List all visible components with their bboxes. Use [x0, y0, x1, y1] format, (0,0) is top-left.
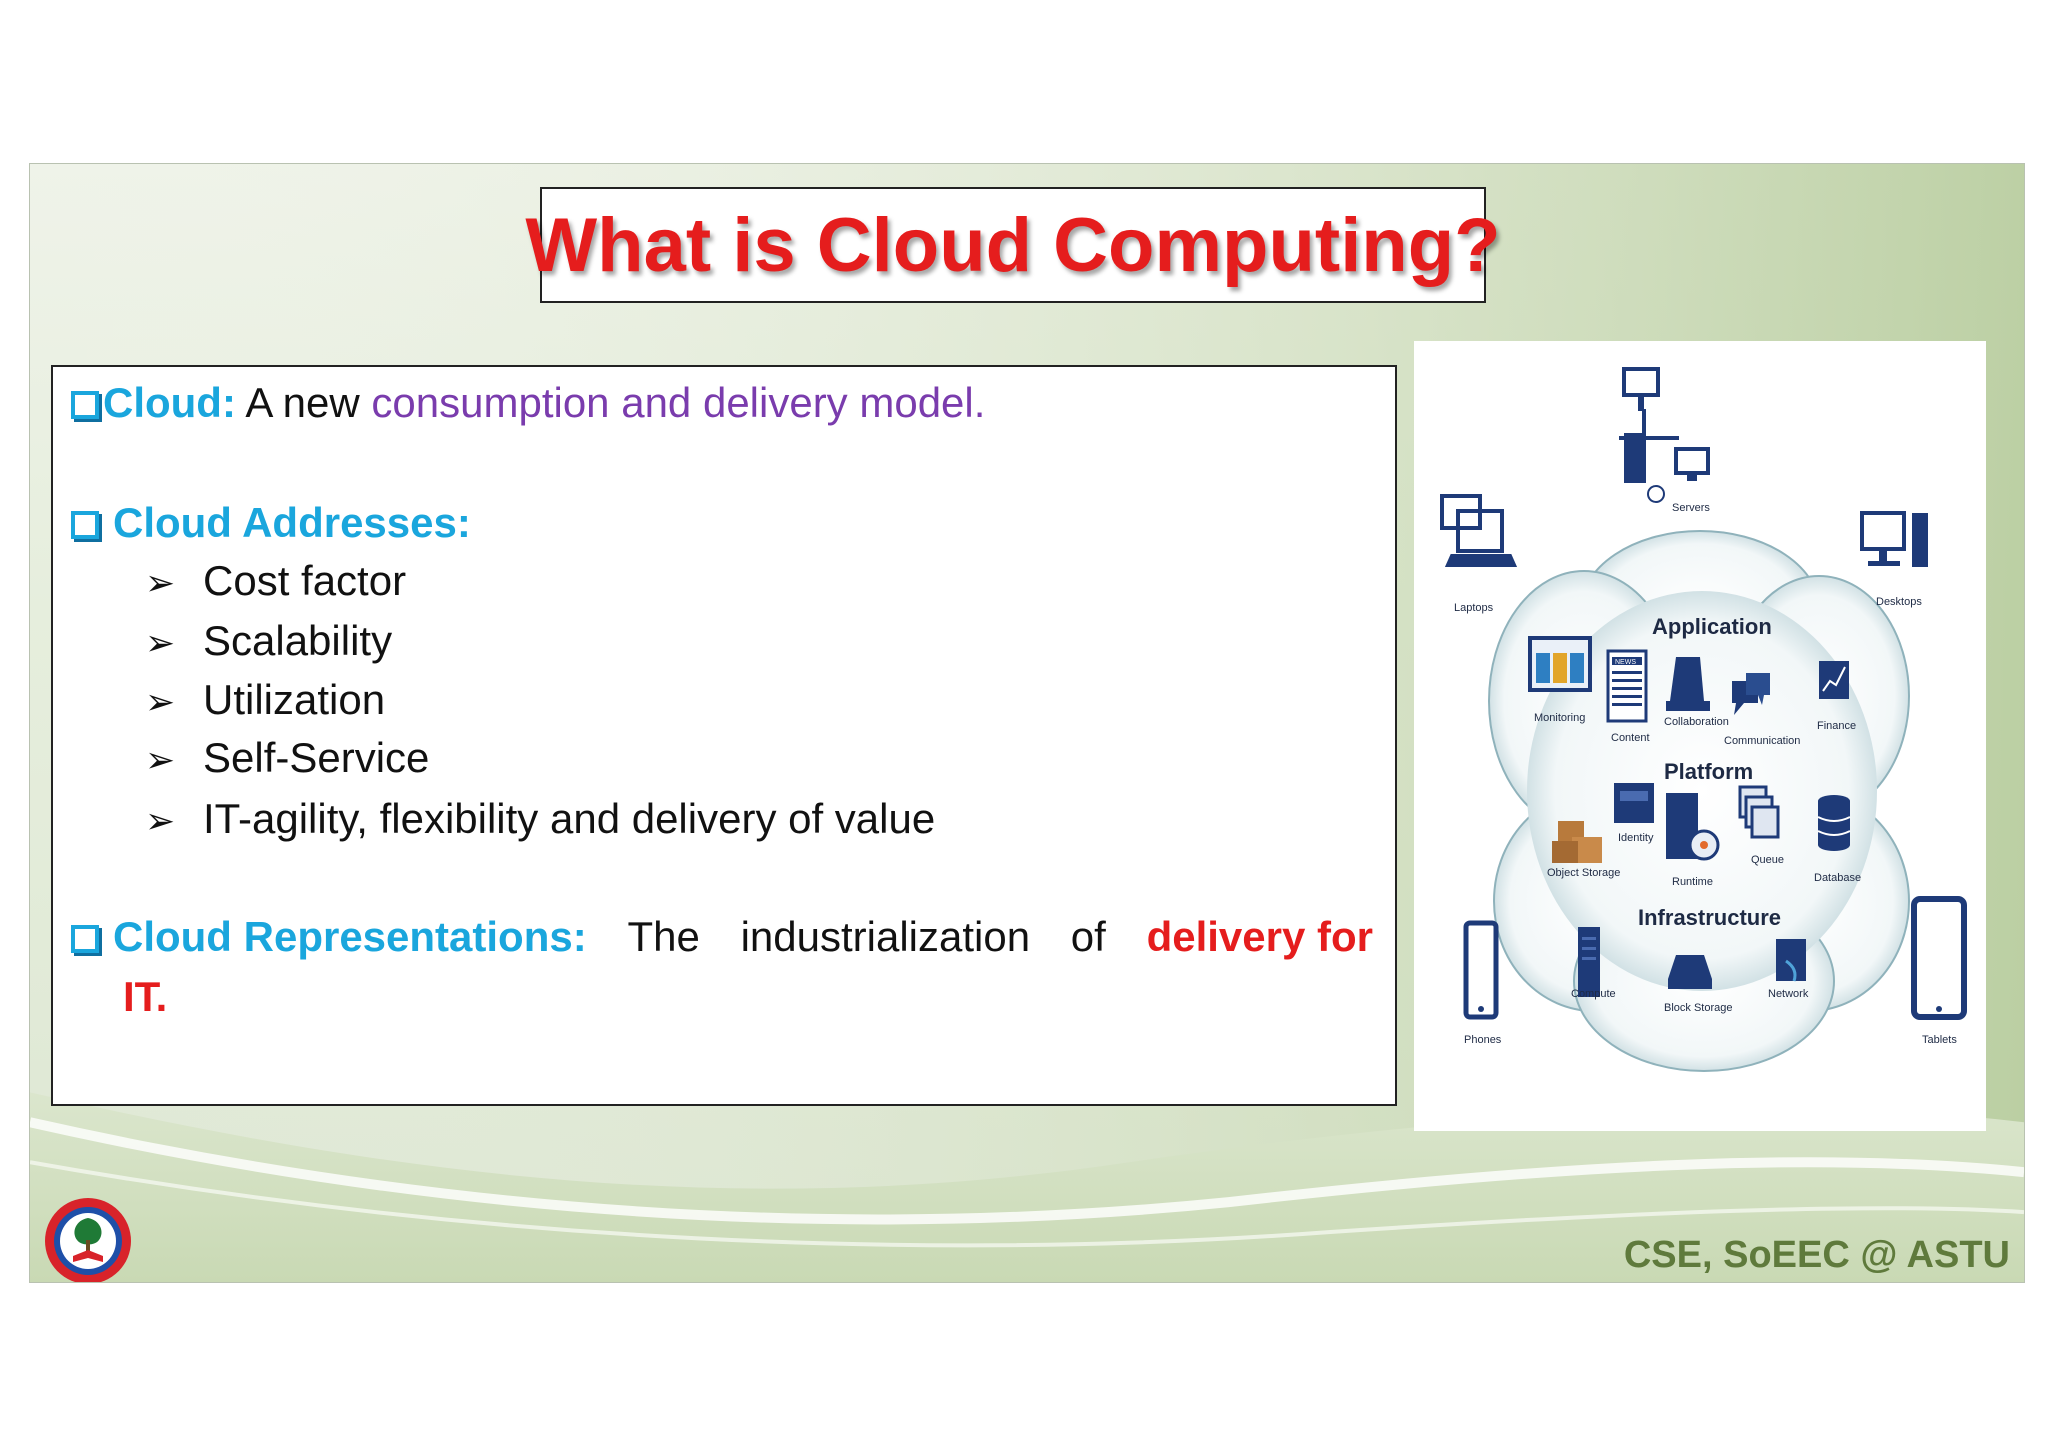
network-icon [1776, 939, 1806, 982]
phone-icon [1463, 920, 1499, 1020]
svg-text:Identity: Identity [1618, 832, 1654, 844]
representations-highlight-end: IT. [123, 973, 168, 1020]
svg-text:Monitoring: Monitoring [1534, 712, 1585, 724]
svg-text:Laptops: Laptops [1454, 602, 1494, 614]
object-storage-icon [1552, 821, 1602, 863]
addresses-label: Cloud Addresses: [113, 499, 471, 546]
block-storage-icon [1668, 955, 1712, 989]
cloud-label: Cloud: [103, 379, 236, 426]
address-item: ➢Cost factor [145, 557, 407, 604]
checkbox-bullet-icon [71, 511, 99, 539]
svg-text:Platform: Platform [1664, 759, 1753, 784]
cloud-text: A new [245, 379, 360, 426]
checkbox-bullet-icon [71, 925, 99, 953]
svg-text:Queue: Queue [1751, 854, 1784, 866]
arrow-bullet-icon: ➢ [145, 739, 176, 780]
svg-text:Application: Application [1652, 614, 1772, 639]
arrow-bullet-icon: ➢ [145, 681, 176, 722]
address-item: ➢IT-agility, flexibility and delivery of… [145, 795, 936, 842]
bullet-cloud: Cloud: A new consumption and delivery mo… [71, 379, 985, 427]
address-item: ➢Self-Service [145, 734, 430, 781]
servers-icon [1619, 367, 1710, 503]
collaboration-icon [1666, 657, 1710, 711]
svg-text:Tablets: Tablets [1922, 1034, 1957, 1046]
address-item: ➢Utilization [145, 676, 386, 723]
svg-text:Block Storage: Block Storage [1664, 1002, 1732, 1014]
bullet-representations: Cloud Representations: The industrializa… [71, 907, 1373, 1027]
checkbox-bullet-icon [71, 391, 99, 419]
compute-icon [1578, 927, 1600, 997]
svg-text:Communication: Communication [1724, 735, 1800, 747]
svg-text:NEWS: NEWS [1615, 659, 1636, 666]
queue-icon [1738, 785, 1780, 839]
arrow-bullet-icon: ➢ [145, 800, 176, 841]
svg-text:Servers: Servers [1672, 502, 1710, 514]
bullet-addresses: Cloud Addresses: [71, 499, 471, 547]
arrow-bullet-icon: ➢ [145, 622, 176, 663]
svg-text:Database: Database [1814, 872, 1861, 884]
runtime-icon [1666, 793, 1720, 861]
communication-icon [1732, 673, 1770, 715]
university-logo [45, 1198, 131, 1282]
database-icon [1817, 795, 1851, 851]
address-item: ➢Scalability [145, 617, 393, 664]
cloud-diagram-svg: Servers Laptops Desktops Phones [1440, 367, 1967, 1072]
svg-text:Finance: Finance [1817, 720, 1856, 732]
svg-text:Infrastructure: Infrastructure [1638, 905, 1781, 930]
representations-label: Cloud Representations: [113, 913, 587, 960]
title-box: What is Cloud Computing? [525, 187, 1501, 303]
desktop-icon [1860, 511, 1928, 567]
arrow-bullet-icon: ➢ [145, 562, 176, 603]
svg-text:Desktops: Desktops [1876, 596, 1922, 608]
svg-text:Network: Network [1768, 988, 1809, 1000]
laptop-icon [1440, 494, 1518, 567]
svg-text:Collaboration: Collaboration [1664, 716, 1729, 728]
footer-text: CSE, SoEEC @ ASTU [1623, 1234, 2010, 1276]
svg-text:Object Storage: Object Storage [1547, 867, 1620, 879]
tablet-icon [1911, 896, 1967, 1020]
identity-icon [1614, 783, 1654, 823]
slide-title: What is Cloud Computing? [525, 202, 1501, 288]
representations-highlight: delivery for [1146, 913, 1373, 960]
cloud-highlight: consumption and delivery model. [371, 379, 986, 426]
cloud-diagram: Servers Laptops Desktops Phones [1414, 341, 1986, 1131]
svg-text:Phones: Phones [1464, 1034, 1502, 1046]
svg-text:Content: Content [1611, 732, 1650, 744]
content-icon: NEWS [1606, 649, 1648, 723]
monitoring-icon [1528, 636, 1592, 692]
finance-icon [1819, 661, 1849, 699]
svg-text:Compute: Compute [1571, 988, 1616, 1000]
slide: What is Cloud Computing? Cloud: A new co… [29, 163, 2025, 1283]
content-box: Cloud: A new consumption and delivery mo… [51, 365, 1397, 1106]
svg-text:Runtime: Runtime [1672, 876, 1713, 888]
